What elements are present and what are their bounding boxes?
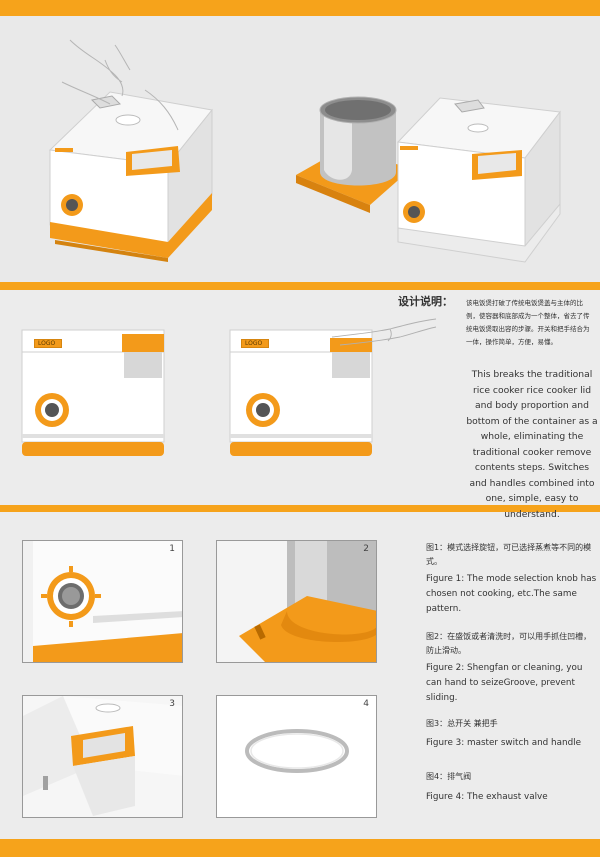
figure-1-caption-en: Figure 1: The mode selection knob has ch… <box>426 574 597 614</box>
divider-bar-2 <box>0 505 600 512</box>
divider-bar-1 <box>0 282 600 290</box>
figure-3-caption-cn: 图3：总开关 兼把手 <box>426 719 498 728</box>
figure-4-caption-en: Figure 4: The exhaust valve <box>426 792 548 802</box>
front-view-closed: LOGO <box>21 329 168 464</box>
figure-4-caption-cn: 图4：排气阀 <box>426 772 472 781</box>
detail-photo-base-groove: 2 <box>216 540 377 663</box>
detail-photo-exhaust-valve: 4 <box>216 695 377 818</box>
front-view-with-hand: LOGO <box>227 329 377 464</box>
top-accent-bar <box>0 0 600 16</box>
figure-2-caption-cn: 图2：在盛饭或者清洗时，可以用手抓住凹槽，防止滑动。 <box>426 632 592 655</box>
hand-outline-sketch <box>331 318 437 346</box>
photo-number-4: 4 <box>363 699 369 709</box>
detail-photo-knob: 1 <box>22 540 183 663</box>
figure-1-caption-cn: 图1：模式选择旋钮，可已选择蒸煮等不同的模式。 <box>426 543 592 566</box>
design-description-title: 设计说明： <box>398 295 453 308</box>
figure-3-caption-en: Figure 3: master switch and handle <box>426 738 582 748</box>
figure-2-caption-en: Figure 2: Shengfan or cleaning, you can … <box>426 663 583 703</box>
photo-number-2: 2 <box>363 544 369 554</box>
front-view-logo-2: LOGO <box>241 339 269 348</box>
photo-number-1: 1 <box>169 544 175 554</box>
design-description-english: This breaks the traditional rice cooker … <box>466 369 598 520</box>
bottom-accent-bar <box>0 839 600 857</box>
photo-number-3: 3 <box>169 699 175 709</box>
design-description-chinese: 该电饭煲打破了传统电饭煲盖与主体的比例，使容器和底部成为一个整体，省去了传统电饭… <box>466 299 590 346</box>
cooker-render-with-hand <box>48 39 561 263</box>
detail-photo-switch-handle: 3 <box>22 695 183 818</box>
front-view-logo-1: LOGO <box>34 339 62 348</box>
